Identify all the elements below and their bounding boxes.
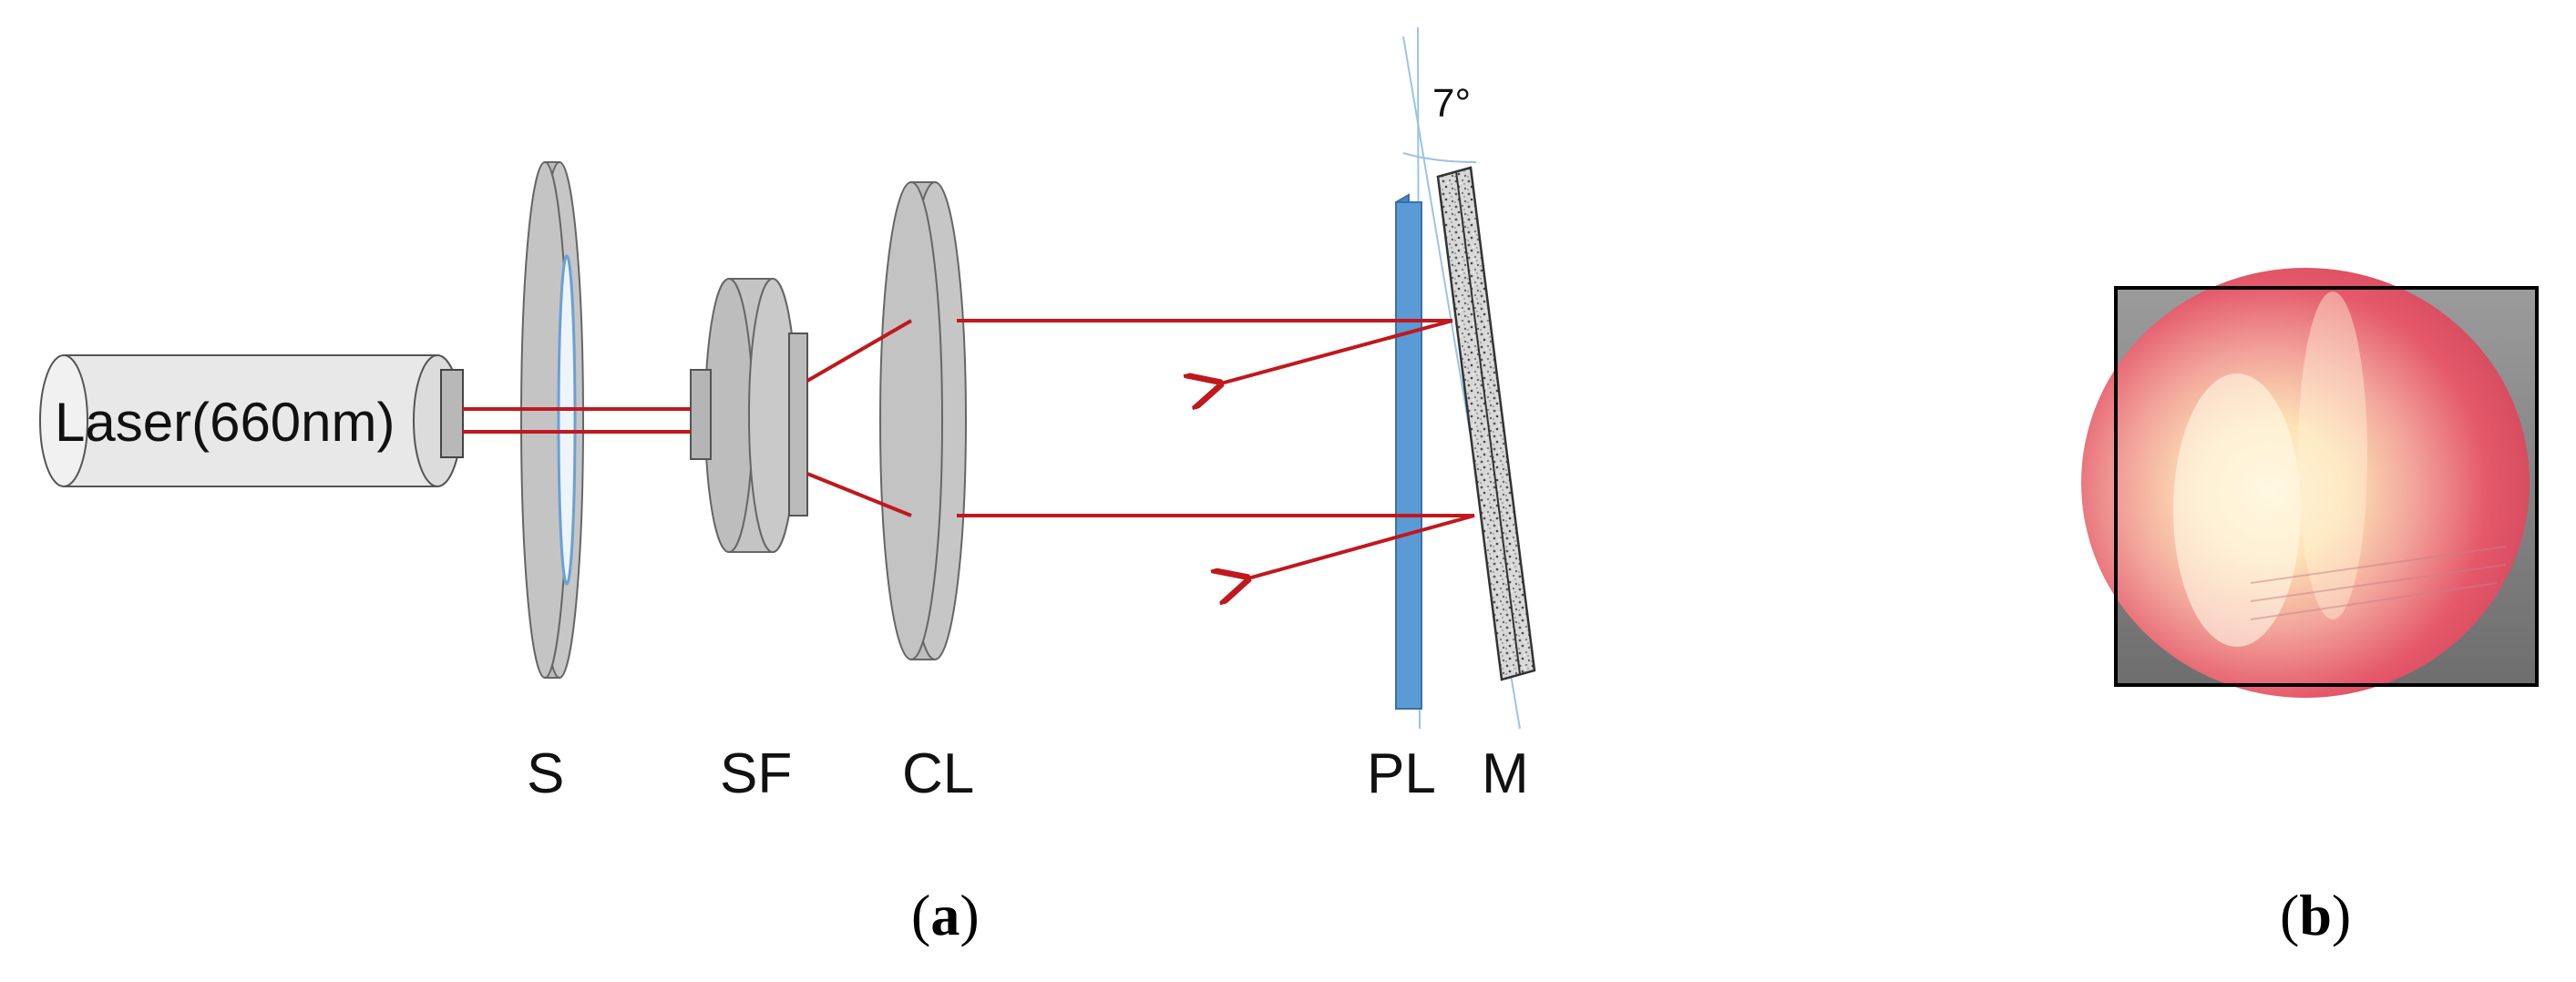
label-cl: CL: [902, 742, 974, 805]
caption-a-open: (: [911, 883, 930, 947]
label-sf: SF: [720, 742, 792, 805]
component-labels: S SF CL PL M: [527, 742, 1529, 805]
caption-a-letter: a: [930, 883, 960, 947]
caption-b-close: ): [2332, 883, 2351, 947]
caption-b-open: (: [2280, 883, 2299, 947]
laser-label: Laser(660nm): [55, 392, 395, 453]
caption-a: (a): [911, 883, 980, 947]
caption-a-close: ): [960, 883, 979, 947]
collimating-lens-cl: [879, 181, 967, 660]
label-pl: PL: [1367, 742, 1436, 805]
caption-b-letter: b: [2299, 883, 2332, 947]
label-s: S: [527, 742, 564, 805]
shutter-s: [520, 161, 584, 679]
svg-text:(a): (a): [911, 883, 980, 947]
photo-panel-b: [2081, 268, 2539, 698]
svg-text:(b): (b): [2280, 883, 2351, 947]
caption-b: (b): [2280, 883, 2351, 947]
laser-beams: [463, 319, 1475, 579]
plate-pl: [1395, 193, 1422, 711]
laser: Laser(660nm): [39, 354, 464, 487]
spatial-filter-sf: [690, 278, 808, 553]
label-m: M: [1482, 742, 1529, 805]
angle-label: 7°: [1432, 81, 1471, 126]
mirror-m: [1436, 166, 1536, 681]
